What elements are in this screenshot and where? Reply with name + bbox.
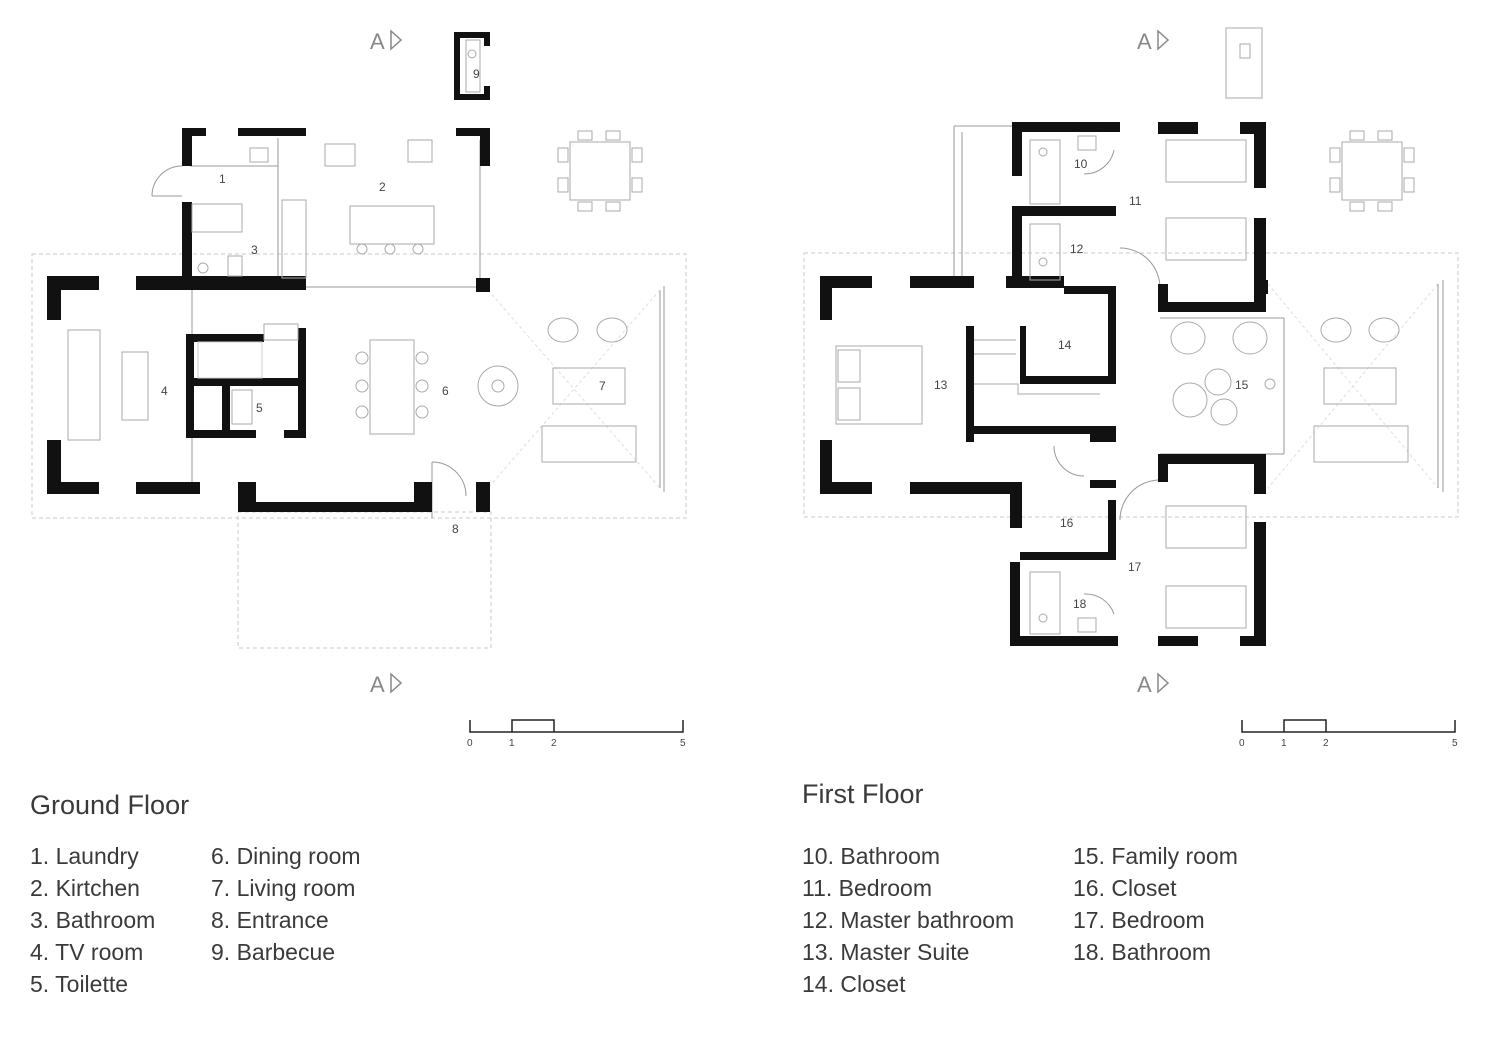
legend-item: 4. TV room [30,939,144,965]
legend-item: 15. Family room [1073,843,1238,869]
legend-item: 1. Laundry [30,843,139,869]
section-marks: A A A A [370,29,1170,697]
legend-item: 3. Bathroom [30,907,156,933]
room-number-8: 8 [452,522,459,536]
room-number-6: 6 [442,384,449,398]
scale-label-1: 1 [1281,738,1287,749]
room-number-7: 7 [599,379,606,393]
first-floor-plan [820,27,1444,646]
room-number-9: 9 [473,67,480,81]
room-number-14: 14 [1058,338,1072,352]
ground-floor-scale-bar: 0 1 2 5 [467,719,686,749]
room-number-2: 2 [379,180,386,194]
legend-item: 11. Bedroom [802,875,932,901]
legend-item: 5. Toilette [30,971,129,997]
scale-label-2: 2 [551,738,557,749]
legend-item: 2. Kirtchen [30,875,140,901]
first-floor-scale-bar: 0 1 2 5 [1239,719,1458,749]
legend-item: 18. Bathroom [1073,939,1212,965]
room-number-13: 13 [934,378,948,392]
section-mark-ground-top: A [370,29,385,54]
legend-item: 9. Barbecue [211,939,336,965]
room-number-17: 17 [1128,560,1142,574]
room-number-15: 15 [1235,378,1249,392]
section-mark-first-bottom: A [1137,672,1152,697]
first-floor-room-numbers: 10 11 12 13 14 15 16 17 18 [934,157,1249,611]
room-number-3: 3 [251,243,258,257]
section-mark-ground-bottom: A [370,672,385,697]
ground-floor-terrace-outline [31,253,687,519]
scale-label-0: 0 [1239,738,1245,749]
room-number-16: 16 [1060,516,1074,530]
section-mark-first-top: A [1137,29,1152,54]
legend-item: 17. Bedroom [1073,907,1205,933]
first-floor-legend-col1: 10. Bathroom 11. Bedroom 12. Master bath… [802,840,1014,1000]
scale-label-2: 2 [1323,738,1329,749]
ground-floor-room-numbers: 1 2 3 4 5 6 7 8 9 [161,67,606,536]
room-number-1: 1 [219,172,226,186]
legend-item: 8. Entrance [211,907,329,933]
room-number-12: 12 [1070,242,1084,256]
scale-label-0: 0 [467,738,473,749]
first-floor-title: First Floor [802,779,924,809]
ground-floor-plan [47,32,665,518]
room-number-18: 18 [1073,597,1087,611]
legend-item: 16. Closet [1073,875,1177,901]
ground-floor-legend-col1: 1. Laundry 2. Kirtchen 3. Bathroom 4. TV… [30,840,155,1000]
first-floor-roof-outline [803,252,1459,518]
room-number-4: 4 [161,384,168,398]
scale-label-1: 1 [509,738,515,749]
legend-item: 10. Bathroom [802,843,941,869]
ground-floor-legend-col2: 6. Dining room 7. Living room 8. Entranc… [211,840,361,968]
legend-item: 6. Dining room [211,843,361,869]
ground-floor-title: Ground Floor [30,790,190,820]
scale-label-5: 5 [680,738,686,749]
room-number-5: 5 [256,401,263,415]
room-number-10: 10 [1074,157,1088,171]
legend-item: 7. Living room [211,875,356,901]
room-number-11: 11 [1129,194,1142,208]
legend-item: 13. Master Suite [802,939,970,965]
scale-label-5: 5 [1452,738,1458,749]
legend-item: 14. Closet [802,971,906,997]
first-floor-legend-col2: 15. Family room 16. Closet 17. Bedroom 1… [1073,840,1238,968]
legend-item: 12. Master bathroom [802,907,1015,933]
